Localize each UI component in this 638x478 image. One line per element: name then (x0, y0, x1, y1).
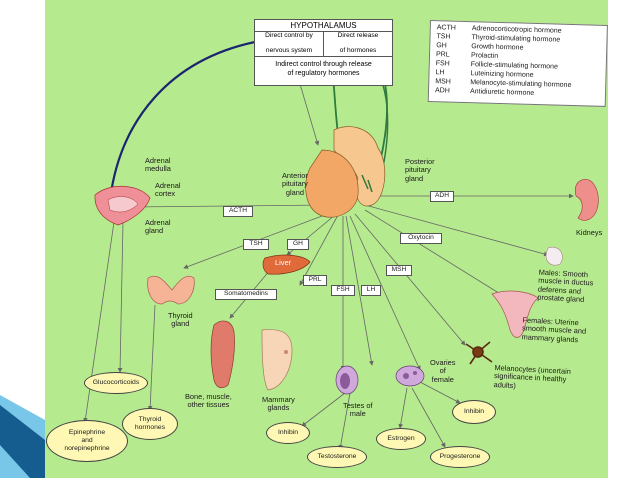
posterior-pituitary-label: Posterior pituitary gland (405, 157, 435, 183)
adh-box: ADH (430, 191, 454, 202)
estrogen-oval: Estrogen (376, 428, 426, 450)
inhibin-left-oval: Inhibin (266, 422, 310, 444)
anterior-pituitary-icon (305, 149, 359, 218)
gh-box: GH (287, 239, 309, 250)
testes-label: Testes of male (343, 401, 373, 419)
mammary-glands-label: Mammary glands (262, 395, 295, 413)
thyroid-gland-label: Thyroid gland (168, 311, 193, 329)
lh-box: LH (361, 285, 381, 296)
prostate-icon (545, 246, 563, 266)
direct-nervous-label: Direct control by nervous system (255, 31, 324, 56)
thyroid-icon (147, 275, 195, 305)
adrenal-cortex-label: Adrenal cortex (155, 181, 181, 199)
ovaries-label: Ovaries of female (430, 358, 456, 384)
bone-muscle-label: Bone, muscle, other tissues (185, 392, 232, 410)
females-target-label: Females: Uterine smooth muscle and mamma… (521, 315, 587, 345)
thyroid-hormones-oval: Thyroid hormones (122, 408, 178, 440)
muscle-icon (210, 320, 235, 389)
acth-box: ACTH (223, 206, 253, 217)
melanocytes-label: Melanocytes (uncertain significance in h… (493, 363, 572, 390)
liver-label: Liver (275, 258, 292, 267)
msh-box: MSH (386, 265, 412, 276)
indirect-control-label: Indirect control through release of regu… (255, 56, 392, 89)
inhibin-right-oval: Inhibin (452, 400, 496, 424)
mammary-icon (261, 329, 293, 391)
epinephrine-oval: Epinephrine and norepinephrine (46, 420, 128, 462)
progesterone-oval: Progesterone (430, 446, 490, 468)
somatomedins-box: Somatomedins (215, 289, 277, 300)
males-target-label: Males: Smooth muscle in ductus deferens … (537, 267, 594, 305)
liver-icon (262, 254, 311, 275)
melanocyte-icon (465, 341, 493, 365)
hypothalamus-box: HYPOTHALAMUS Direct control by nervous s… (254, 19, 393, 86)
nervous-control-path (108, 40, 256, 201)
oxytocin-box: Oxytocin (400, 233, 442, 244)
tsh-box: TSH (243, 239, 269, 250)
anterior-pituitary-label: Anterior pituitary gland (282, 171, 308, 197)
kidneys-label: Kidneys (576, 228, 603, 237)
testosterone-oval: Testosterone (307, 446, 367, 468)
prl-box: PRL (303, 275, 327, 286)
adrenal-medulla-label: Adrenal medulla (145, 156, 171, 174)
kidney-icon (574, 178, 599, 221)
ovary-icon (395, 365, 425, 387)
hypothalamus-title: HYPOTHALAMUS (290, 21, 357, 30)
deco-corner-stripe (0, 445, 30, 478)
fsh-box: FSH (331, 285, 355, 296)
direct-hormones-label: Direct release of hormones (324, 31, 392, 56)
glucocorticoids-oval: Glucocorticoids (84, 372, 148, 394)
uterus-icon (491, 290, 539, 338)
adrenal-gland-label: Adrenal gland (145, 218, 171, 236)
